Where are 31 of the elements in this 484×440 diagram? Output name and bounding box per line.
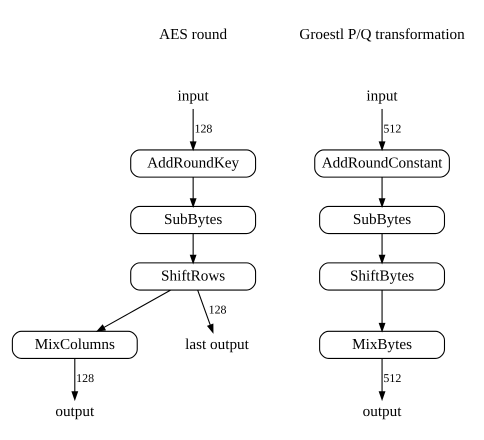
node-box: AddRoundConstant (314, 149, 450, 178)
arrow (71, 358, 78, 402)
node-box: SubBytes (319, 206, 446, 234)
arrow (190, 234, 197, 264)
label: Groestl P/Q transformation (299, 26, 465, 43)
node-box: AddRoundKey (130, 149, 256, 178)
edge-label: 512 (383, 121, 402, 136)
node-box: SubBytes (130, 206, 256, 234)
edge-label: 128 (208, 302, 227, 317)
label: AES round (159, 26, 228, 43)
node-text: input (178, 87, 209, 104)
arrow (378, 290, 386, 333)
arrow (378, 177, 386, 208)
node-text: output (362, 403, 402, 420)
arrow (190, 177, 197, 208)
node-text: last output (185, 336, 249, 353)
node-box: MixColumns (12, 330, 138, 359)
arrow (190, 108, 197, 152)
arrow (378, 358, 386, 402)
node-box: ShiftBytes (319, 262, 446, 291)
edge-label: 128 (194, 121, 212, 136)
arrow (197, 290, 214, 334)
node-box: MixBytes (319, 330, 446, 359)
node-text: output (55, 403, 94, 420)
arrow (378, 108, 386, 152)
node-box: ShiftRows (130, 262, 256, 291)
edge-label: 128 (76, 371, 94, 386)
edge-label: 512 (383, 371, 402, 386)
node-text: input (366, 87, 398, 104)
arrow (378, 234, 386, 264)
arrow (96, 290, 171, 332)
